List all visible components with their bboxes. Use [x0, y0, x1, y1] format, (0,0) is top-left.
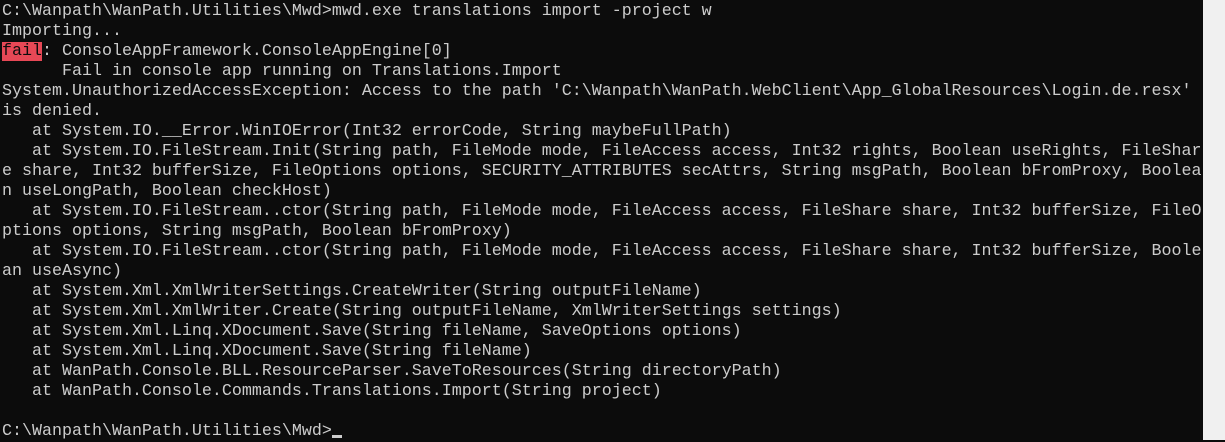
output-line: at System.Xml.Linq.XDocument.Save(String…	[2, 342, 532, 361]
fail-source: : ConsoleAppFramework.ConsoleAppEngine[0…	[41, 42, 452, 61]
prompt: C:\Wanpath\WanPath.Utilities\Mwd>	[2, 422, 332, 441]
fail-tag: fail	[2, 42, 42, 61]
output-line: Fail in console app running on Translati…	[2, 62, 562, 81]
importing-line: Importing...	[2, 22, 122, 41]
output-line: at System.Xml.XmlWriterSettings.CreateWr…	[2, 282, 702, 301]
output-line: an useAsync)	[2, 262, 122, 281]
output-line: System.UnauthorizedAccessException: Acce…	[2, 82, 1192, 101]
scrollbar[interactable]	[1203, 0, 1225, 440]
exception-output: Fail in console app running on Translati…	[2, 62, 1203, 402]
output-line: at System.IO.FileStream..ctor(String pat…	[2, 202, 1202, 221]
output-line: is denied.	[2, 102, 102, 121]
prompt-line[interactable]: C:\Wanpath\WanPath.Utilities\Mwd>	[2, 422, 1203, 442]
blank-line	[2, 402, 1203, 422]
cursor	[331, 435, 342, 438]
output-line: at WanPath.Console.Commands.Translations…	[2, 382, 662, 401]
output-line: e share, Int32 bufferSize, FileOptions o…	[2, 162, 1202, 181]
output-line: at System.IO.__Error.WinIOError(Int32 er…	[2, 122, 732, 141]
command-line: C:\Wanpath\WanPath.Utilities\Mwd>mwd.exe…	[2, 2, 712, 21]
output-line: at System.Xml.XmlWriter.Create(String ou…	[2, 302, 842, 321]
output-line: ptions options, String msgPath, Boolean …	[2, 222, 512, 241]
output-line: at WanPath.Console.BLL.ResourceParser.Sa…	[2, 362, 782, 381]
fail-line: fail: ConsoleAppFramework.ConsoleAppEngi…	[2, 42, 1203, 62]
output-line: n useLongPath, Boolean checkHost)	[2, 182, 332, 201]
output-line: at System.Xml.Linq.XDocument.Save(String…	[2, 322, 742, 341]
output-line: at System.IO.FileStream..ctor(String pat…	[2, 242, 1202, 261]
output-line: at System.IO.FileStream.Init(String path…	[2, 142, 1202, 161]
